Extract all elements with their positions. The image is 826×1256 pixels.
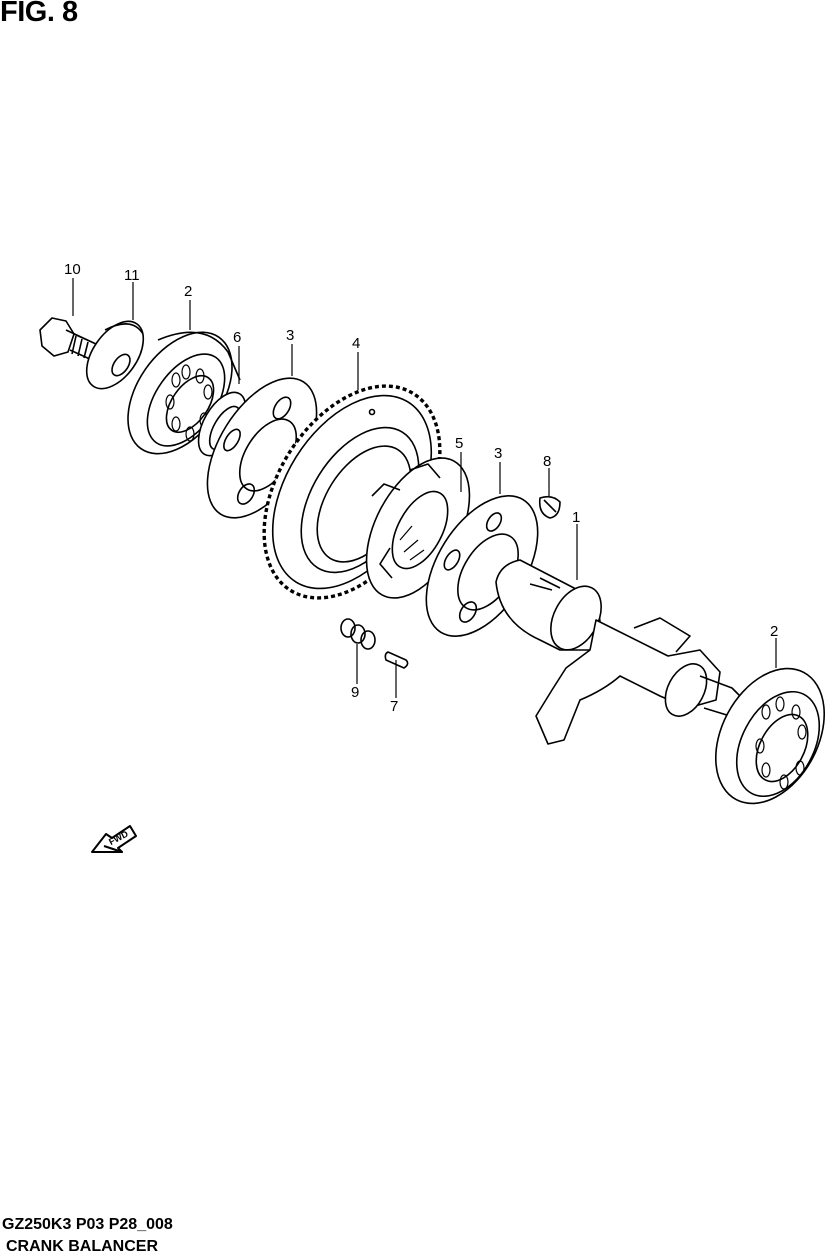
callout-11: 11 [124,267,140,284]
figure-title: FIG. 8 [0,0,78,28]
spring-part-9 [340,618,376,650]
callout-2-right: 2 [770,623,778,640]
bearing-part-2-right [714,667,826,805]
callout-1: 1 [572,509,580,526]
callout-2-left: 2 [184,283,192,300]
bolt-part-10 [39,317,97,361]
diagram-code: GZ250K3 P03 P28_008 [2,1216,173,1233]
assembly-name: CRANK BALANCER [6,1238,158,1255]
callout-3-left: 3 [286,327,294,344]
callout-8: 8 [543,453,551,470]
forward-arrow-icon [91,825,137,853]
callout-6: 6 [233,329,241,346]
key-part-8 [538,495,561,519]
balancer-shaft-part-1 [495,559,745,745]
leader-lines [72,278,777,698]
callout-3-right: 3 [494,445,502,462]
callout-7: 7 [390,698,398,715]
washer-part-11 [85,320,145,390]
callout-4: 4 [352,335,360,352]
callout-10: 10 [64,261,81,278]
callout-9: 9 [351,684,359,701]
callout-5: 5 [455,435,463,452]
